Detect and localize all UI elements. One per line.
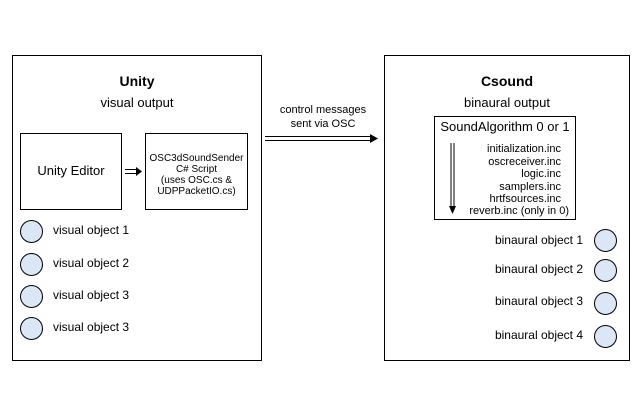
unity-title: Unity (119, 73, 155, 89)
binaural-object-circle (594, 292, 617, 315)
binaural-object-circle (594, 325, 617, 348)
script-line-3: (uses OSC.cs & (160, 175, 233, 186)
visual-object-label: visual object 2 (53, 256, 130, 270)
csound-title: Csound (480, 73, 534, 89)
include-order-arrow (449, 143, 456, 214)
csound-subtitle: binaural output (463, 95, 550, 110)
include-file-label: initialization.inc (487, 143, 561, 155)
unity-subtitle: visual output (100, 95, 174, 110)
script-box (145, 133, 248, 210)
editor-to-script-arrow (125, 167, 142, 176)
script-line-1: OSC3dSoundSender (149, 153, 244, 164)
osc-link-arrow (265, 134, 378, 143)
visual-object-circle (20, 317, 43, 340)
sound-algorithm-title: SoundAlgorithm 0 or 1 (440, 119, 570, 134)
visual-object-circle (20, 285, 43, 308)
link-label-line-2: sent via OSC (290, 118, 356, 130)
include-file-label: logic.inc (521, 168, 561, 180)
binaural-object-label: binaural object 4 (494, 328, 583, 342)
binaural-object-label: binaural object 2 (494, 262, 583, 276)
script-line-2: C# Script (175, 164, 218, 175)
include-file-label: hrtfsources.inc (489, 193, 561, 205)
script-line-4: UDPPacketIO.cs) (157, 186, 236, 197)
link-label-line-1: control messages (279, 104, 367, 116)
visual-object-label: visual object 1 (53, 223, 130, 237)
unity-editor-box (20, 133, 122, 210)
binaural-object-label: binaural object 1 (494, 233, 583, 247)
include-file-label: samplers.inc (499, 181, 561, 193)
visual-object-circle (20, 220, 43, 243)
binaural-object-circle (594, 229, 617, 252)
binaural-object-label: binaural object 3 (494, 294, 583, 308)
visual-object-circle (20, 253, 43, 276)
binaural-object-circle (594, 259, 617, 282)
unity-editor-label: Unity Editor (37, 163, 105, 178)
include-file-label: oscreceiver.inc (488, 156, 561, 168)
include-file-label: reverb.inc (only in 0) (469, 205, 569, 217)
visual-object-label: visual object 3 (53, 288, 130, 302)
visual-object-label: visual object 3 (53, 320, 130, 334)
sound-algorithm-box (434, 116, 576, 220)
